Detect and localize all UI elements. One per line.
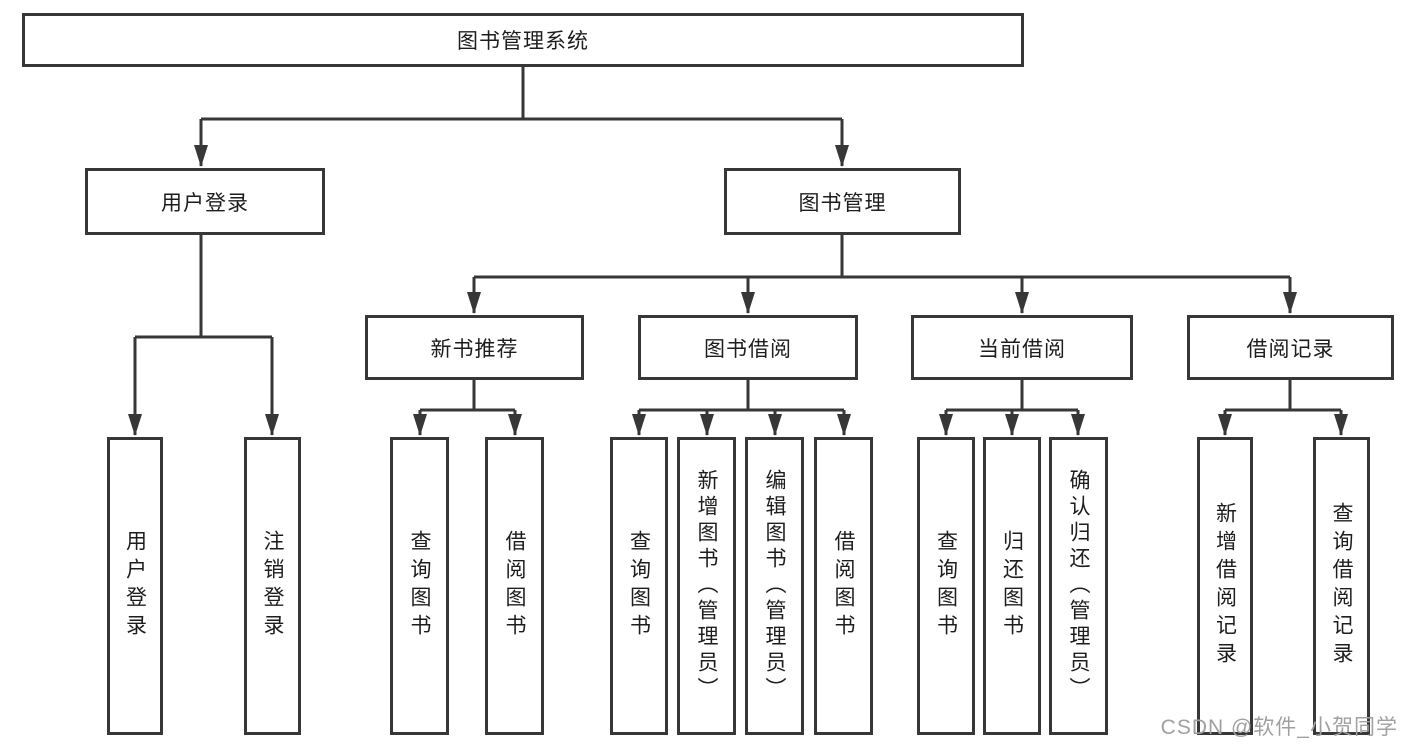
node-book-borrow: 图书借阅	[638, 315, 858, 380]
node-user-login: 用户登录	[85, 168, 325, 235]
leaf-records-query-record: 查询借阅记录	[1313, 437, 1370, 735]
leaf-borrow-edit-book: 编辑图书（管理员）	[745, 437, 804, 735]
leaf-borrow-borrow-book: 借阅图书	[814, 437, 873, 735]
leaf-borrow-add-book: 新增图书（管理员）	[677, 437, 736, 735]
leaf-current-query-book: 查询图书	[917, 437, 975, 735]
watermark-text: CSDN @软件_小贺同学	[1160, 716, 1398, 739]
leaf-borrow-query-book: 查询图书	[610, 437, 668, 735]
leaf-logout: 注销登录	[244, 437, 301, 735]
leaf-recommend-query-book: 查询图书	[390, 437, 449, 735]
node-book-management: 图书管理	[724, 168, 961, 235]
leaf-current-confirm-return: 确认归还（管理员）	[1049, 437, 1108, 735]
node-borrow-records: 借阅记录	[1187, 315, 1394, 380]
node-new-book-recommend: 新书推荐	[365, 315, 584, 380]
leaf-records-add-record: 新增借阅记录	[1197, 437, 1253, 735]
leaf-current-return-book: 归还图书	[983, 437, 1041, 735]
leaf-recommend-borrow-book: 借阅图书	[485, 437, 544, 735]
node-current-borrow: 当前借阅	[911, 315, 1133, 380]
leaf-user-login: 用户登录	[107, 437, 163, 735]
node-root: 图书管理系统	[22, 13, 1024, 67]
